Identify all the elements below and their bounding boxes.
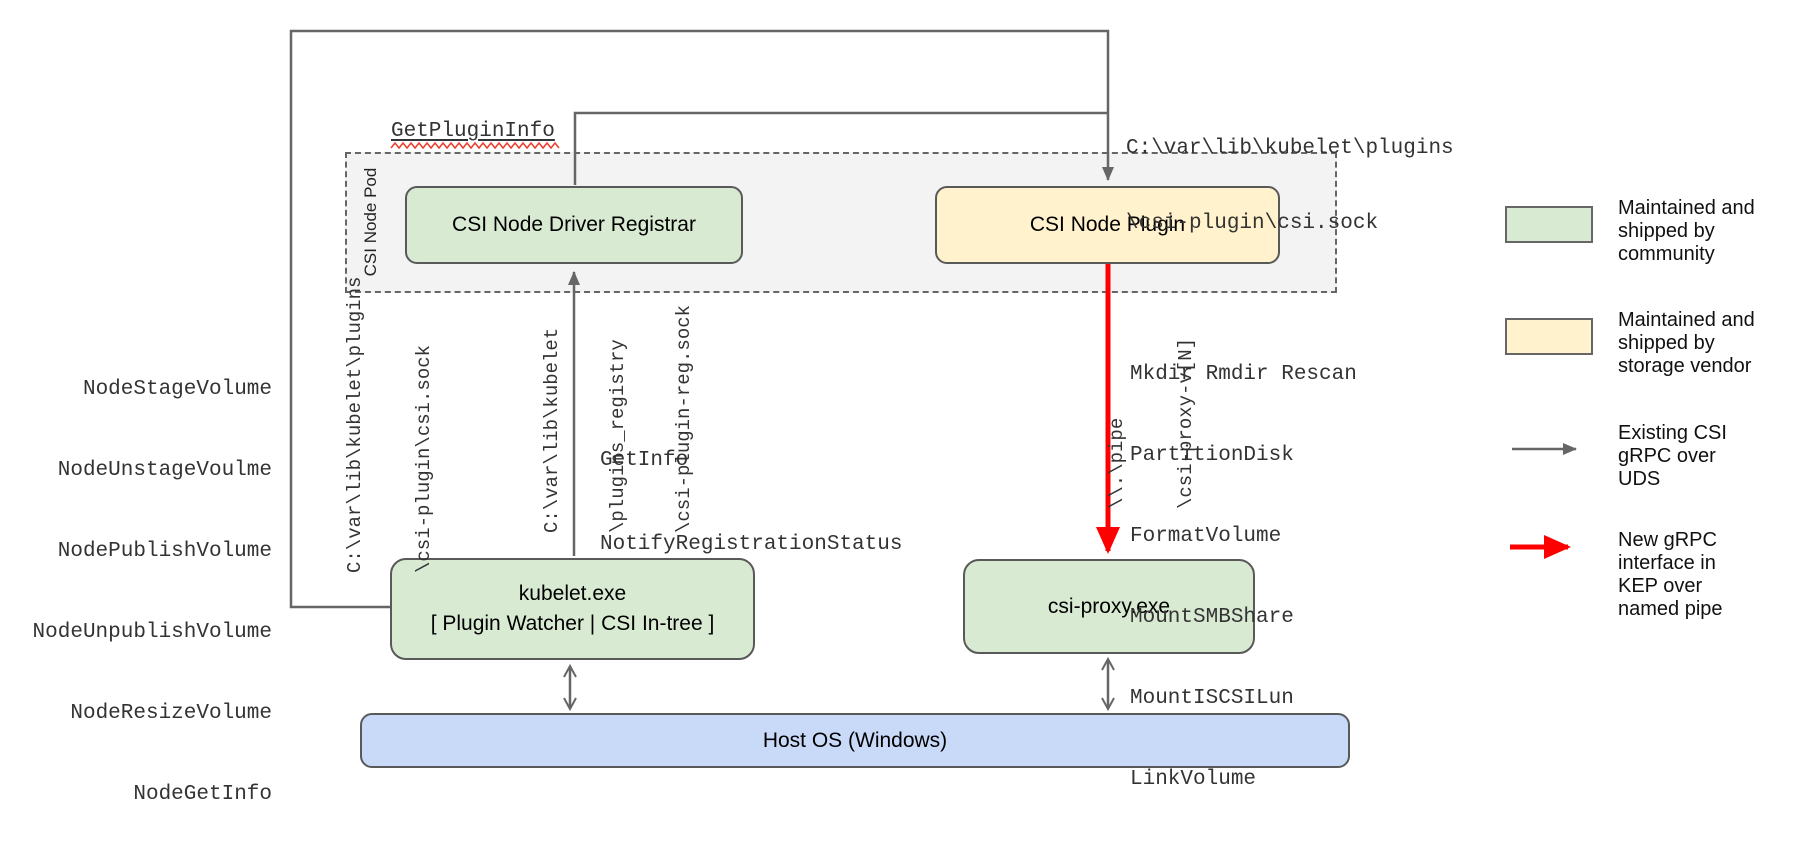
call-line: NotifyRegistrationStatus (600, 533, 903, 556)
path-line: \\.\pipe (1106, 417, 1128, 509)
legend-line: shipped by (1618, 332, 1715, 354)
legend-community-text: Maintained and shipped by community (1618, 197, 1755, 266)
squiggle-underline (390, 141, 560, 150)
legend-community-swatch (1505, 206, 1593, 243)
path-line: \csi-plugin\csi.sock (1126, 212, 1379, 235)
plugin-socket-path-top: C:\var\lib\kubelet\plugins \csi-plugin\c… (1126, 86, 1454, 286)
list-item: PartitionDisk (1130, 444, 1294, 467)
path-line: C:\var\lib\kubelet\plugins (344, 276, 366, 573)
csi-node-driver-registrar-label: CSI Node Driver Registrar (452, 213, 696, 236)
legend-line: Existing CSI (1618, 422, 1727, 444)
legend-line: UDS (1618, 468, 1661, 490)
named-pipe-path: \\.\pipe \csi-proxy-v[N] (1060, 329, 1197, 509)
list-item: NodeGetInfo (133, 783, 272, 806)
legend-line: New gRPC (1618, 529, 1717, 551)
legend-line: Maintained and (1618, 197, 1755, 219)
call-line: GetInfo (600, 449, 689, 472)
path-line: C:\var\lib\kubelet (541, 327, 563, 533)
legend-uds-text: Existing CSI gRPC over UDS (1618, 422, 1727, 491)
registration-calls-label: GetInfo NotifyRegistrationStatus (600, 391, 902, 615)
host-os-box: Host OS (Windows) (360, 713, 1350, 768)
legend-line: gRPC over (1618, 445, 1716, 467)
list-item: LinkVolume (1130, 768, 1257, 791)
legend-line: interface in (1618, 552, 1716, 574)
legend-line: community (1618, 243, 1715, 265)
legend-vendor-text: Maintained and shipped by storage vendor (1618, 309, 1755, 378)
legend-vendor-swatch (1505, 318, 1593, 355)
legend-pipe-text: New gRPC interface in KEP over named pip… (1618, 529, 1723, 621)
list-item: FormatVolume (1130, 525, 1282, 548)
list-item: NodeResizeVolume (70, 702, 272, 725)
get-plugin-info-label: GetPluginInfo (391, 120, 555, 143)
path-line: \csi-plugin\csi.sock (413, 344, 435, 573)
legend-line: Maintained and (1618, 309, 1755, 331)
legend-line: shipped by (1618, 220, 1715, 242)
registration-socket-path: C:\var\lib\kubelet \plugins_registry \cs… (497, 293, 695, 533)
csi-proxy-calls-list: Mkdir Rmdir Rescan PartitionDisk FormatV… (1130, 307, 1357, 842)
kubelet-sublabel: [ Plugin Watcher | CSI In-tree ] (430, 612, 715, 635)
list-item: NodeUnstageVoulme (57, 459, 272, 482)
path-line: C:\var\lib\kubelet\plugins (1126, 137, 1454, 160)
legend-line: storage vendor (1618, 355, 1752, 377)
list-item: Mkdir Rmdir Rescan (1130, 363, 1357, 386)
plugin-socket-path-left: C:\var\lib\kubelet\plugins \csi-plugin\c… (298, 263, 435, 573)
csi-node-driver-registrar-box: CSI Node Driver Registrar (405, 186, 743, 264)
list-item: NodeStageVolume (82, 378, 272, 401)
list-item: NodeUnpublishVolume (32, 621, 272, 644)
list-item: MountISCSILun (1130, 687, 1294, 710)
host-os-label: Host OS (Windows) (762, 728, 948, 752)
list-item: MountSMBShare (1130, 606, 1294, 629)
legend-line: KEP over (1618, 575, 1703, 597)
list-item: NodePublishVolume (57, 540, 272, 563)
kubelet-csi-calls-list: NodeStageVolume NodeUnstageVoulme NodePu… (22, 322, 272, 842)
legend-line: named pipe (1618, 598, 1723, 620)
